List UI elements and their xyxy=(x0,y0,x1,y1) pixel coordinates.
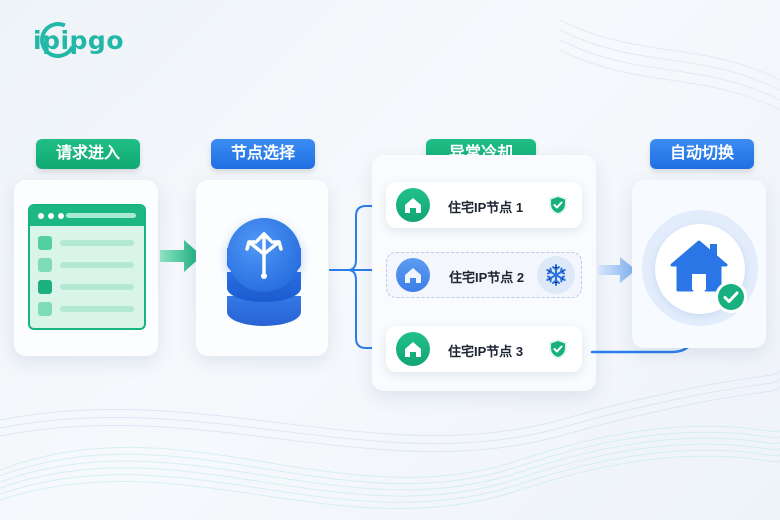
snowflake-icon xyxy=(546,264,566,286)
node-card-3: 住宅IP节点 3 xyxy=(386,326,582,372)
node-label-1: 住宅IP节点 1 xyxy=(448,200,524,215)
arrow-cooldown-to-switch xyxy=(598,257,636,283)
shield-check-icon xyxy=(549,339,567,359)
home-icon xyxy=(396,332,430,366)
browser-window-icon xyxy=(28,204,146,330)
node-label-3: 住宅IP节点 3 xyxy=(448,344,524,359)
arrow-request-to-select xyxy=(160,240,202,272)
shield-check-icon xyxy=(549,195,567,215)
step-switch-label: 自动切换 xyxy=(650,139,754,169)
node-card-1: 住宅IP节点 1 xyxy=(386,182,582,228)
logo-text: ipipgo xyxy=(33,26,125,55)
home-icon xyxy=(396,188,430,222)
node-card-2: 住宅IP节点 2 xyxy=(386,252,582,298)
check-circle-icon xyxy=(715,281,747,313)
step-request-label: 请求进入 xyxy=(36,139,140,169)
node-label-2: 住宅IP节点 2 xyxy=(449,270,525,285)
step-select-label: 节点选择 xyxy=(211,139,315,169)
route-split-icon xyxy=(227,218,301,292)
home-icon xyxy=(396,258,430,292)
home-icon xyxy=(670,240,728,292)
